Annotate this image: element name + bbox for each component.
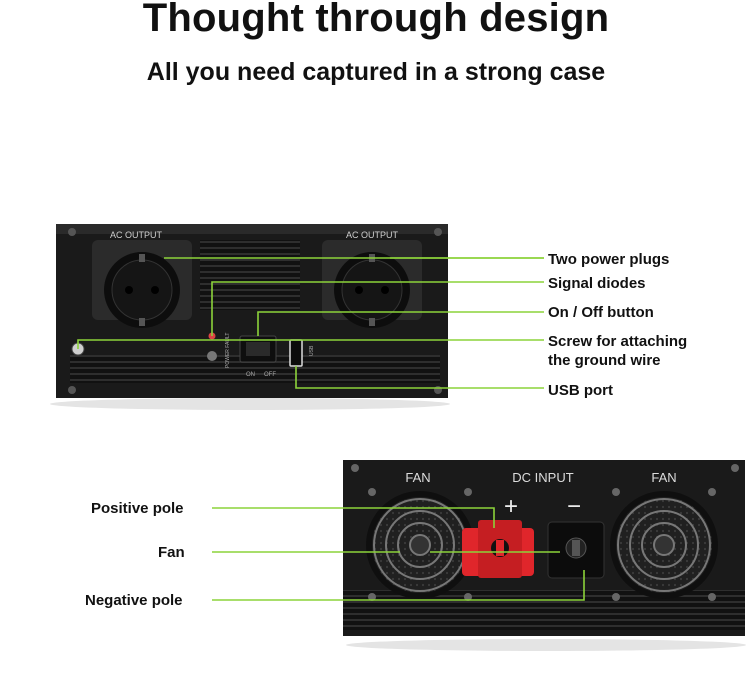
negative-terminal	[547, 521, 605, 579]
callout-usb-port: USB port	[548, 382, 613, 399]
dc-input-label: DC INPUT	[512, 470, 573, 485]
switch-off-label: OFF	[264, 372, 276, 378]
right-fan	[610, 491, 718, 599]
switch-on-label: ON	[246, 372, 255, 378]
fan-left-label: FAN	[405, 470, 430, 485]
callout-positive-pole: Positive pole	[91, 500, 184, 517]
callout-screw-line1: Screw for attaching	[548, 333, 688, 350]
fault-diode	[207, 351, 217, 361]
callout-screw-line2: the ground wire	[548, 352, 661, 369]
top-callout-lines	[77, 257, 544, 389]
inverter-rear-panel	[343, 460, 746, 651]
callout-negative-pole: Negative pole	[85, 592, 183, 609]
top-vent-slots	[200, 240, 300, 310]
callout-signal-diodes: Signal diodes	[548, 275, 646, 292]
page-subtitle: All you need captured in a strong case	[146, 58, 606, 86]
minus-sign: −	[567, 493, 581, 520]
plus-sign: +	[504, 493, 518, 520]
usb-port	[289, 339, 303, 367]
left-power-plug	[104, 252, 180, 328]
positive-terminal	[462, 520, 534, 578]
right-power-plug	[334, 252, 410, 328]
power-fault-label: POWER FAULT	[225, 333, 231, 368]
callout-fan: Fan	[158, 544, 185, 561]
fan-right-label: FAN	[651, 470, 676, 485]
callout-on-off-button: On / Off button	[548, 304, 654, 321]
usb-label: USB	[309, 345, 315, 356]
ac-output-right-label: AC OUTPUT	[346, 230, 399, 240]
callout-power-plugs: Two power plugs	[548, 251, 670, 268]
left-fan	[366, 491, 474, 599]
bottom-callout-lines	[212, 507, 585, 601]
page-title: Thought through design	[142, 0, 610, 40]
ac-output-left-label: AC OUTPUT	[110, 230, 163, 240]
inverter-front-panel	[50, 224, 450, 410]
